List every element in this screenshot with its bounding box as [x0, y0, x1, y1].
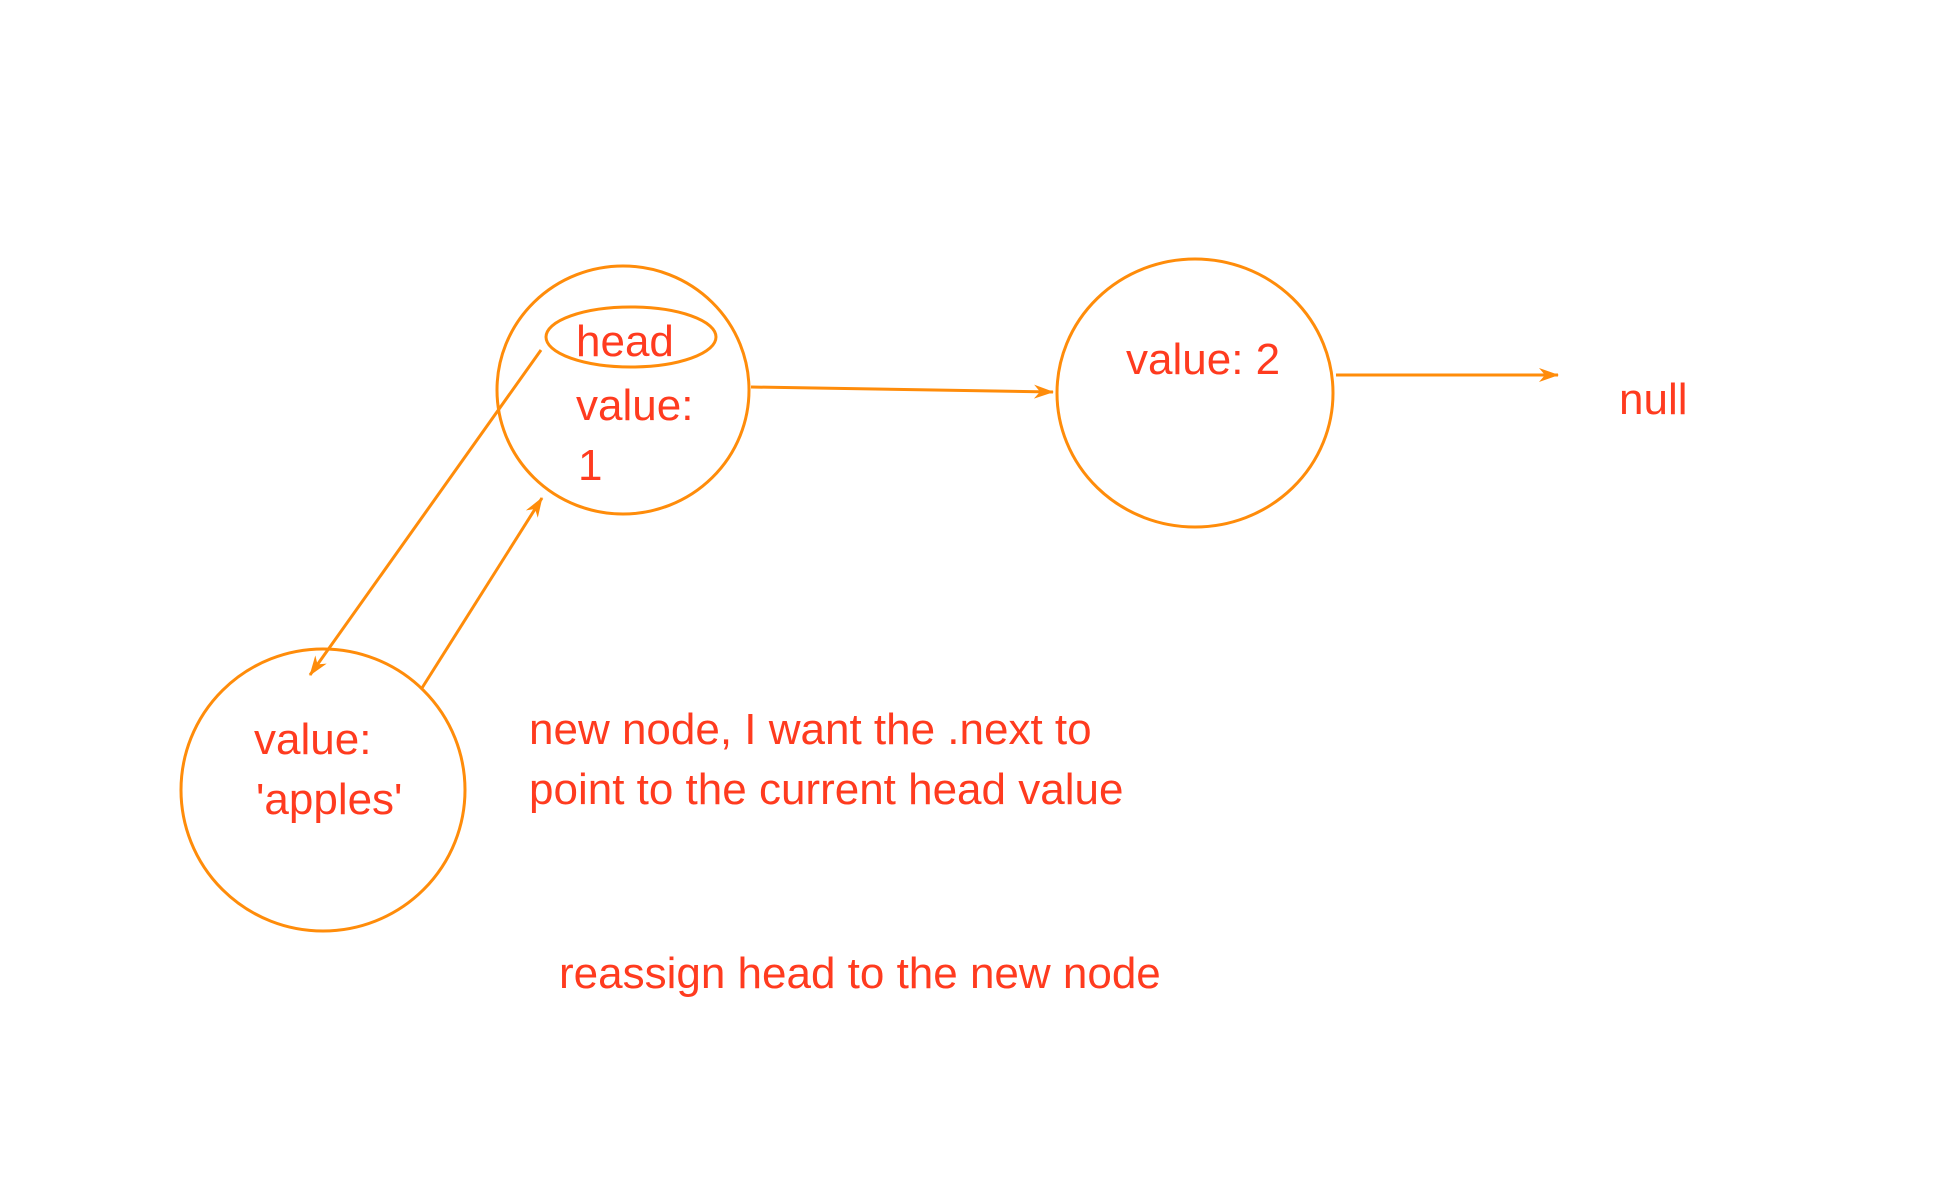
head-node-circle: [495, 264, 751, 516]
null-label: null: [1619, 375, 1688, 424]
second-node-value: value: 2: [1126, 335, 1281, 384]
head-label: head: [576, 317, 674, 366]
note-line-2: point to the current head value: [529, 765, 1124, 814]
head-node-value-label: value:: [576, 381, 694, 430]
arrow-head-to-second: [750, 384, 1054, 399]
arrow-head-to-new-node: [308, 349, 543, 676]
new-node-value-label: value:: [254, 715, 372, 764]
second-node-circle: [1055, 257, 1335, 529]
note-line-1: new node, I want the .next to: [529, 705, 1092, 754]
new-node-circle: [179, 647, 467, 933]
arrow-new-node-to-head: [420, 497, 544, 689]
note-reassign: reassign head to the new node: [559, 949, 1161, 998]
head-highlight-ellipse: [544, 305, 718, 369]
head-node-value: 1: [578, 441, 603, 490]
new-node-value: 'apples': [256, 775, 403, 824]
